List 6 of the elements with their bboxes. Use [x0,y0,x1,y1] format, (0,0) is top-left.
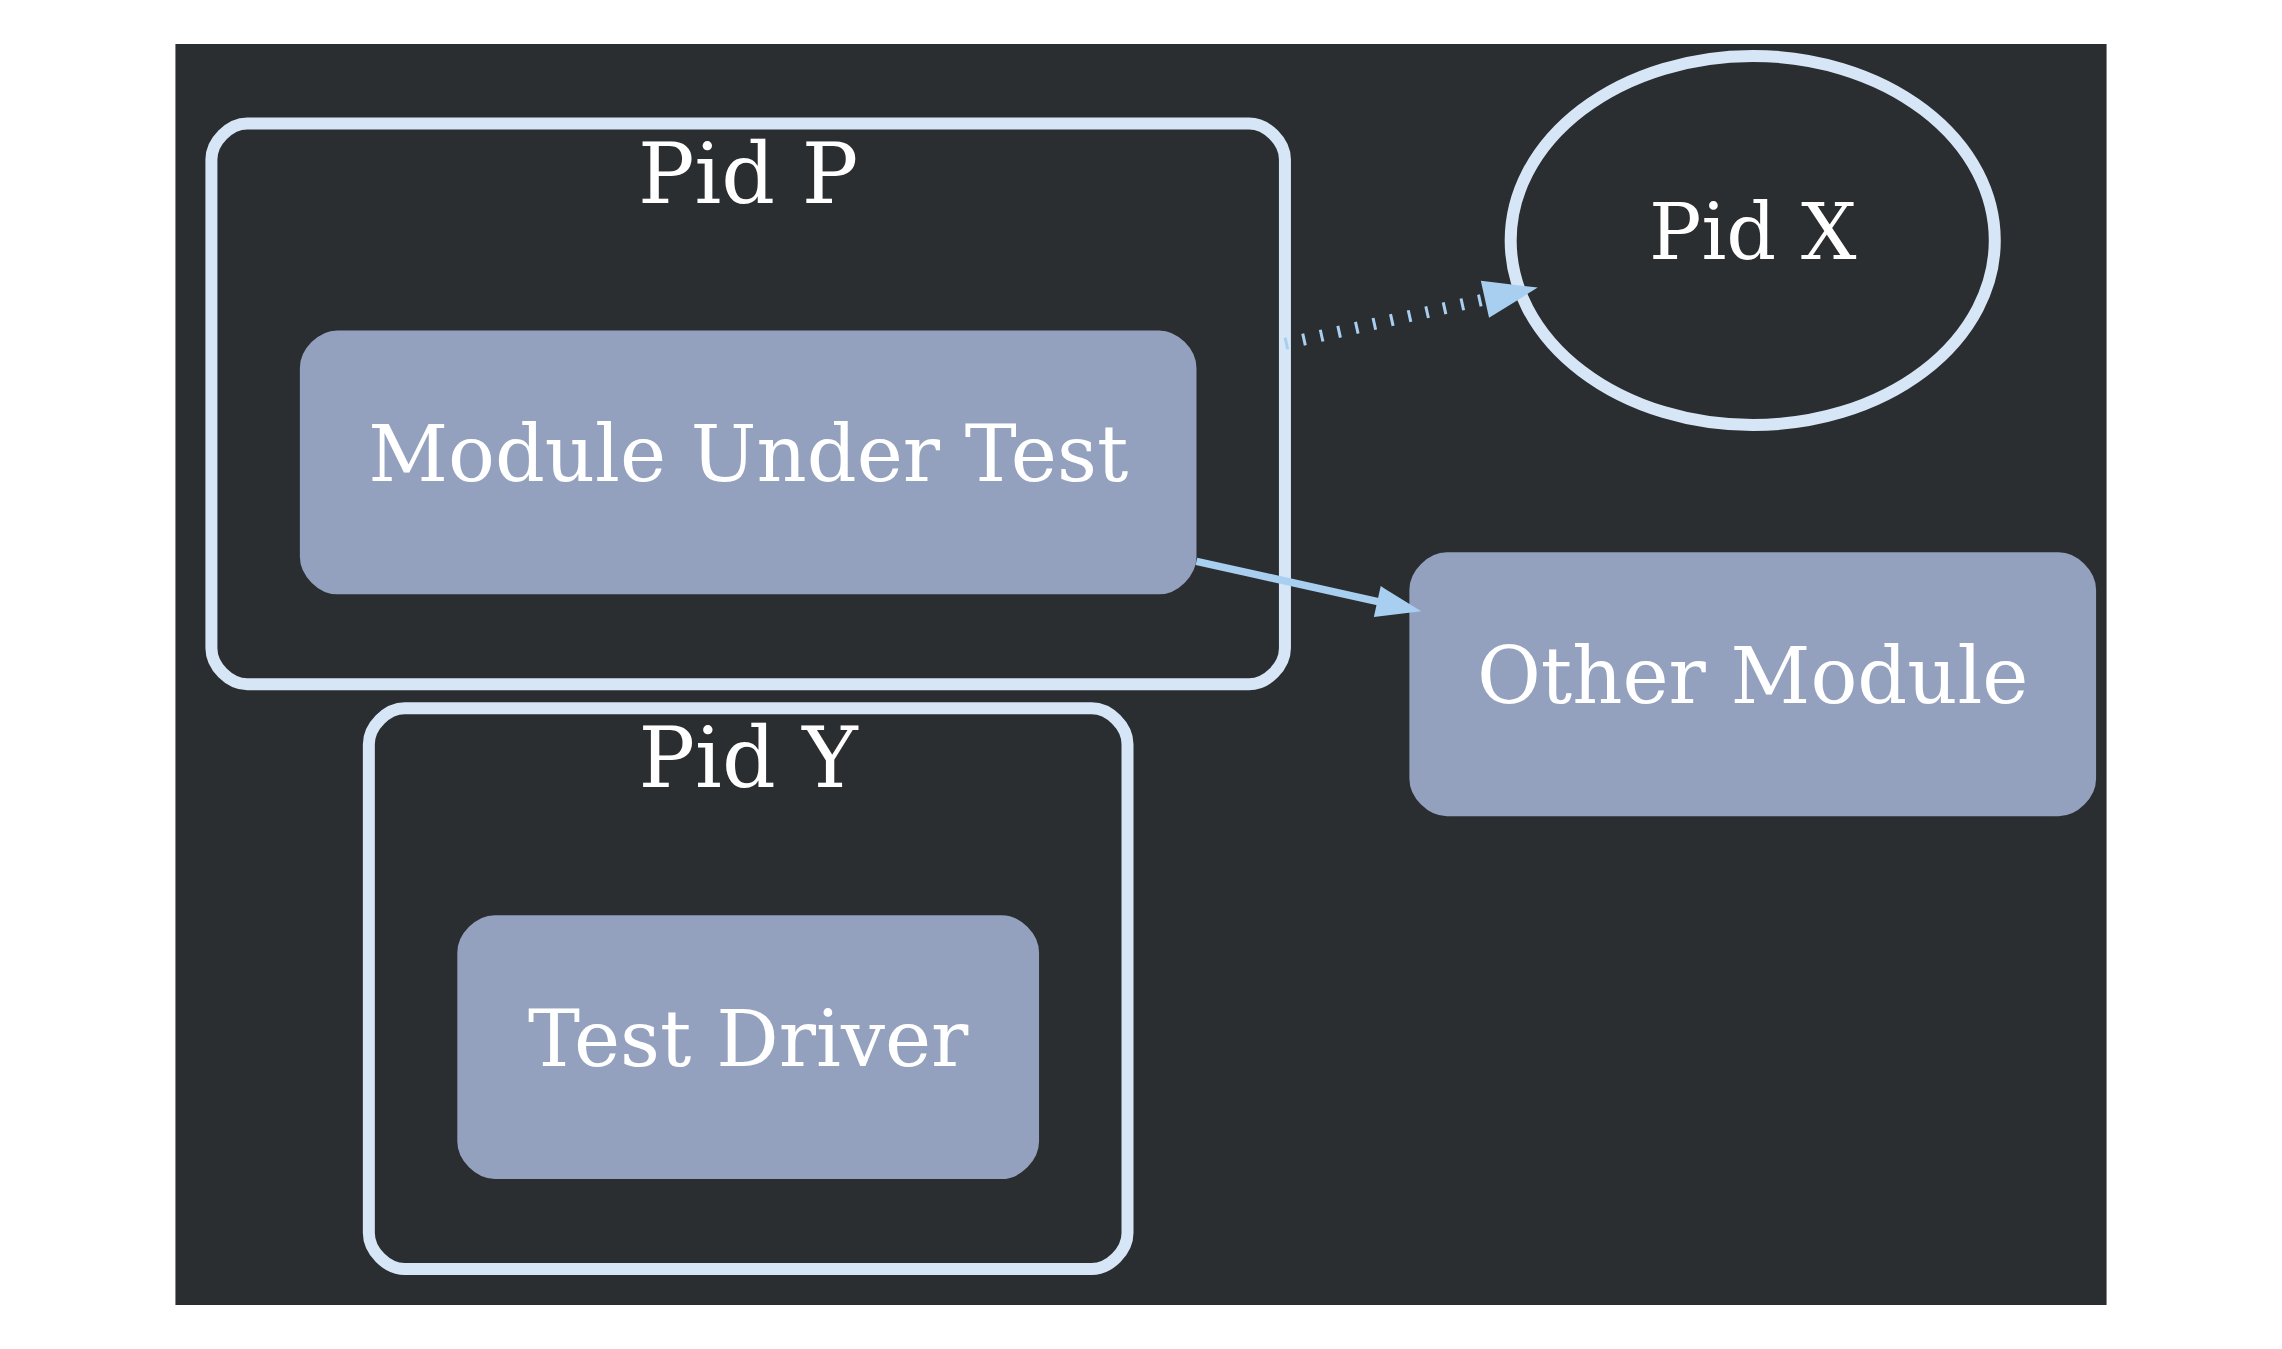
node-box: Test Driver [457,915,1040,1180]
node-ellipse: Pid X [1504,49,2001,431]
arrow [1195,557,1422,617]
node-box: Other Module [1409,552,2097,817]
arrow [1283,280,1538,350]
node-box: Module Under Test [299,330,1197,595]
